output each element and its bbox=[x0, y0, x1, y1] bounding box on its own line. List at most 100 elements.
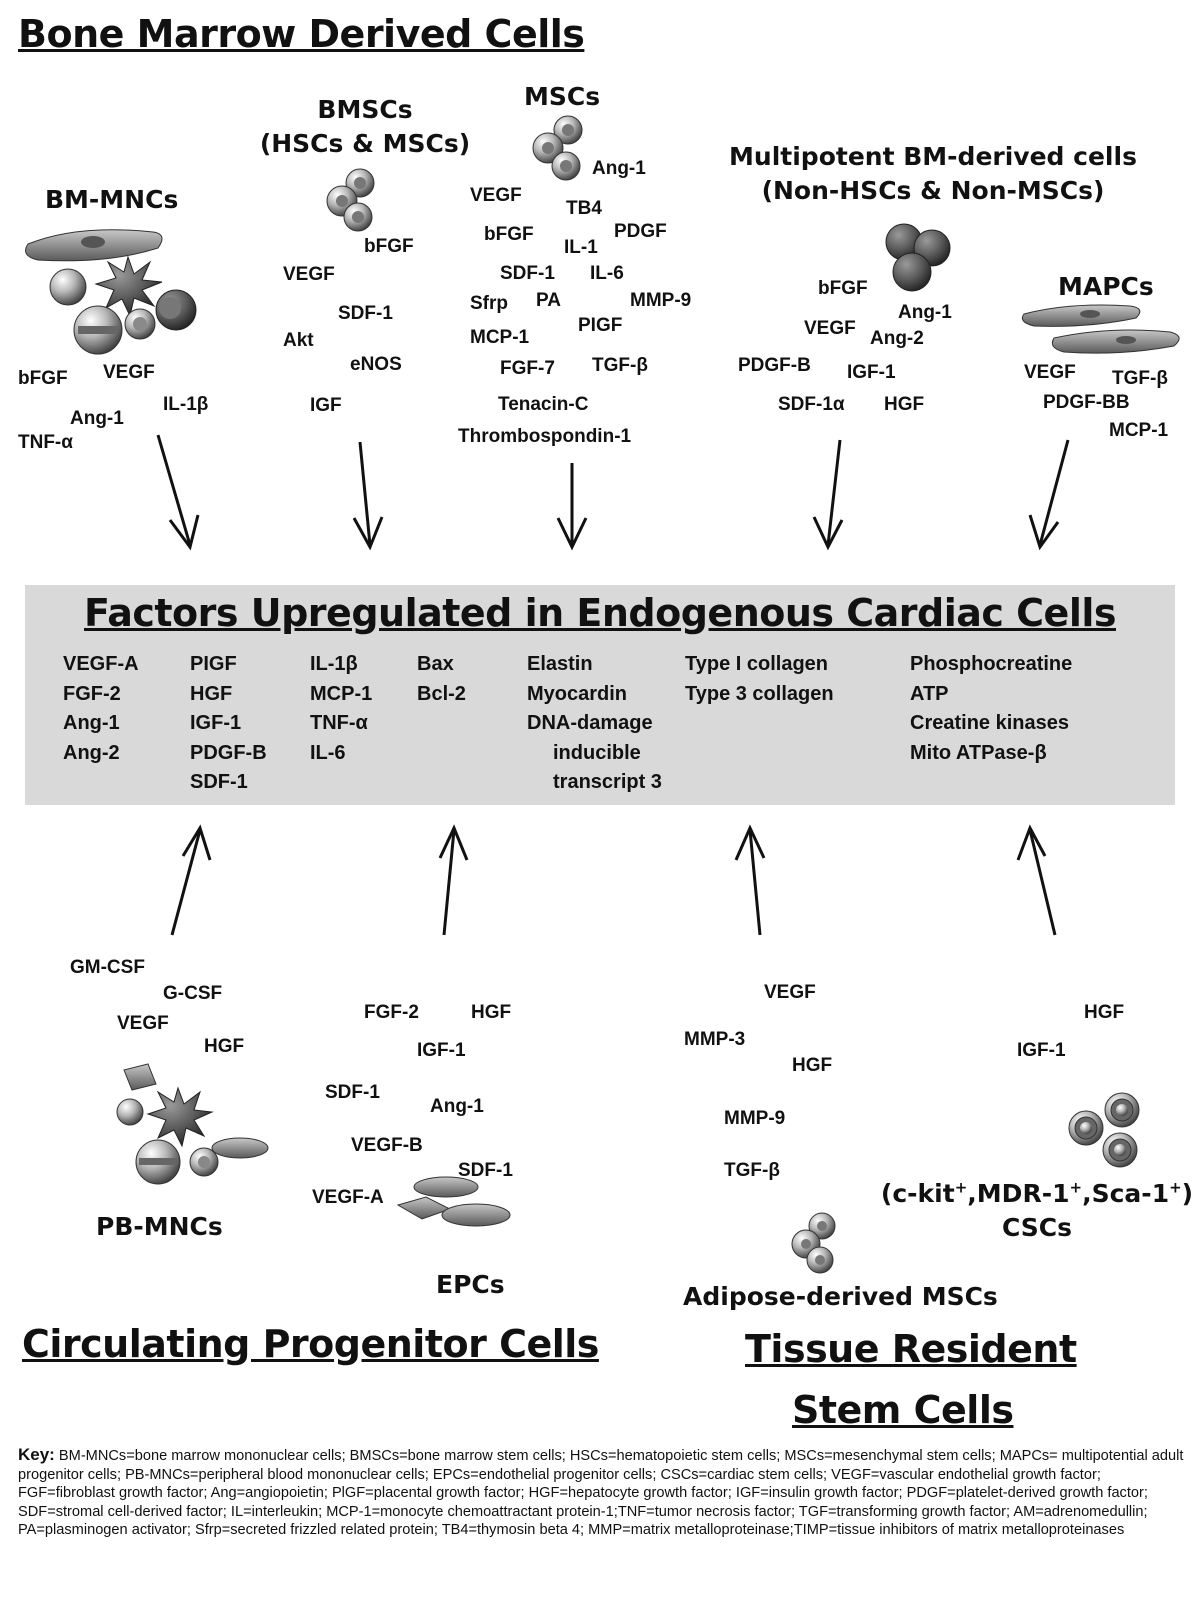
center-factor: VEGF-A bbox=[63, 653, 139, 675]
arrow-bmscs bbox=[352, 441, 384, 551]
arrow-mapcs bbox=[1028, 439, 1070, 551]
epcs-title: EPCs bbox=[436, 1270, 505, 1299]
center-column-4: Bax Bcl-2 bbox=[417, 650, 466, 709]
pb-mncs-factor: GM-CSF bbox=[70, 957, 145, 978]
center-factor: Type I collagen bbox=[685, 653, 828, 675]
mscs-title: MSCs bbox=[524, 82, 601, 111]
mscs-factor: MCP-1 bbox=[470, 327, 530, 348]
bm-mncs-factor: IL-1β bbox=[163, 394, 209, 415]
center-factor: MCP-1 bbox=[310, 682, 373, 705]
arrow-mscs bbox=[556, 463, 588, 551]
key-label: Key: bbox=[18, 1445, 55, 1464]
center-factor: Ang-2 bbox=[63, 741, 120, 764]
epcs-cells-icon bbox=[396, 1176, 511, 1227]
cscs-factor: IGF-1 bbox=[1017, 1040, 1066, 1061]
mscs-factor: SDF-1 bbox=[500, 263, 555, 284]
pb-mncs-cells-icon bbox=[116, 1063, 269, 1185]
bmscs-factor: bFGF bbox=[364, 236, 414, 257]
bmscs-factor: IGF bbox=[310, 395, 342, 416]
center-column-5: Elastin Myocardin DNA-damage inducible t… bbox=[527, 650, 662, 798]
bm-mncs-cells-icon bbox=[25, 229, 197, 355]
mapcs-factor: TGF-β bbox=[1112, 368, 1168, 389]
center-factor: DNA-damage bbox=[527, 712, 653, 734]
bmscs-title-line1: BMSCs bbox=[317, 95, 413, 124]
mscs-factor: VEGF bbox=[470, 185, 522, 206]
center-factor: Phosphocreatine bbox=[910, 653, 1073, 675]
center-column-6: Type I collagen Type 3 collagen bbox=[685, 650, 834, 709]
epcs-factor: VEGF-B bbox=[351, 1135, 423, 1156]
center-column-2: PIGF HGF IGF-1 PDGF-B SDF-1 bbox=[190, 650, 267, 798]
heading-tissue-resident-line2: Stem Cells bbox=[792, 1388, 1014, 1432]
adipose-factor: MMP-3 bbox=[684, 1029, 746, 1050]
center-factor: Bax bbox=[417, 653, 454, 675]
pb-mncs-factor: VEGF bbox=[117, 1013, 169, 1034]
arrow-adipose bbox=[734, 824, 766, 936]
center-factor: Myocardin bbox=[527, 682, 628, 705]
center-factor: IL-6 bbox=[310, 741, 346, 764]
cscs-markers: (c-kit+,MDR-1+,Sca-1+) bbox=[880, 1178, 1194, 1208]
bmscs-factor: eNOS bbox=[350, 354, 402, 375]
mapcs-cells-icon bbox=[1021, 304, 1180, 354]
epcs-factor: Ang-1 bbox=[430, 1096, 484, 1117]
center-column-3: IL-1β MCP-1 TNF-α IL-6 bbox=[310, 650, 372, 768]
bmscs-title-line2: (HSCs & MSCs) bbox=[259, 128, 471, 158]
mscs-factor: TB4 bbox=[566, 198, 602, 219]
cscs-title-line2: CSCs bbox=[1001, 1212, 1073, 1242]
center-column-1: VEGF-A FGF-2 Ang-1 Ang-2 bbox=[63, 650, 139, 768]
arrow-epcs bbox=[438, 824, 469, 936]
mscs-factor: IL-6 bbox=[590, 263, 624, 284]
bm-mncs-title: BM-MNCs bbox=[45, 185, 179, 214]
adipose-factor: HGF bbox=[792, 1055, 833, 1076]
arrow-multipotent bbox=[812, 439, 844, 551]
pb-mncs-factor: G-CSF bbox=[163, 983, 223, 1004]
multipotent-factor: VEGF bbox=[804, 318, 856, 339]
center-factor: Elastin bbox=[527, 653, 593, 675]
center-factor: ATP bbox=[910, 682, 949, 705]
arrow-bm-mncs bbox=[156, 434, 200, 551]
cscs-cells-icon bbox=[1068, 1092, 1140, 1168]
adipose-title: Adipose-derived MSCs bbox=[683, 1282, 998, 1311]
epcs-factor: VEGF-A bbox=[312, 1187, 384, 1208]
mscs-factor: FGF-7 bbox=[500, 358, 555, 379]
multipotent-factor: IGF-1 bbox=[847, 362, 896, 383]
mscs-cells-icon bbox=[532, 115, 583, 181]
center-factor: PDGF-B bbox=[190, 741, 267, 764]
mscs-factor: PA bbox=[536, 290, 561, 311]
adipose-factor: MMP-9 bbox=[724, 1108, 786, 1129]
epcs-factor: SDF-1 bbox=[325, 1082, 380, 1103]
center-factor: HGF bbox=[190, 682, 233, 705]
multipotent-cells-icon bbox=[885, 223, 951, 292]
multipotent-title-line2: (Non-HSCs & Non-MSCs) bbox=[761, 175, 1105, 205]
center-factor: TNF-α bbox=[310, 712, 368, 734]
epcs-factor: HGF bbox=[471, 1002, 512, 1023]
multipotent-factor: PDGF-B bbox=[738, 355, 811, 376]
heading-circulating: Circulating Progenitor Cells bbox=[22, 1322, 599, 1366]
arrow-pb-mncs bbox=[170, 824, 212, 936]
bm-mncs-factor: bFGF bbox=[18, 368, 68, 389]
center-factor: Ang-1 bbox=[63, 712, 120, 734]
adipose-cells-icon bbox=[791, 1212, 836, 1274]
multipotent-title: Multipotent BM-derived cells (Non-HSCs &… bbox=[708, 140, 1158, 208]
mscs-factor: MMP-9 bbox=[630, 290, 692, 311]
bmscs-factor: VEGF bbox=[283, 264, 335, 285]
mscs-factor: Ang-1 bbox=[592, 158, 646, 179]
mscs-factor: Sfrp bbox=[470, 293, 508, 314]
center-column-7: Phosphocreatine ATP Creatine kinases Mit… bbox=[910, 650, 1072, 768]
mapcs-title: MAPCs bbox=[1058, 272, 1154, 301]
mscs-factor: bFGF bbox=[484, 224, 534, 245]
mapcs-factor: MCP-1 bbox=[1109, 420, 1169, 441]
mscs-factor: PIGF bbox=[578, 315, 623, 336]
mapcs-factor: PDGF-BB bbox=[1043, 392, 1130, 413]
mscs-factor: Thrombospondin-1 bbox=[458, 426, 632, 447]
multipotent-title-line1: Multipotent BM-derived cells bbox=[729, 142, 1137, 171]
center-factor: FGF-2 bbox=[63, 682, 121, 705]
adipose-factor: VEGF bbox=[764, 982, 816, 1003]
center-factor: IGF-1 bbox=[190, 712, 242, 734]
epcs-factor: SDF-1 bbox=[458, 1160, 513, 1181]
multipotent-factor: bFGF bbox=[818, 278, 868, 299]
bm-mncs-factor: VEGF bbox=[103, 362, 155, 383]
multipotent-factor: HGF bbox=[884, 394, 925, 415]
center-title: Factors Upregulated in Endogenous Cardia… bbox=[83, 591, 1117, 635]
center-factor: Creatine kinases bbox=[910, 712, 1069, 734]
bmscs-factor: SDF-1 bbox=[338, 303, 393, 324]
